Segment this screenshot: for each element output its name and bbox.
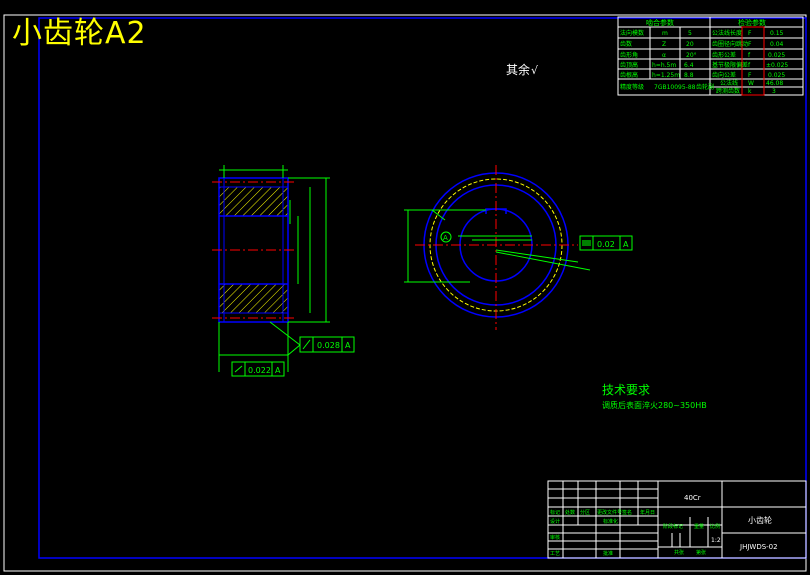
param-left-name: 齿形角 [620,51,638,59]
sheet-border [38,17,807,559]
tech-line1: 调质后表面淬火280~350HB [602,400,707,410]
param-right-sym: W [748,80,754,87]
section-view [212,165,330,372]
param-right-sym: F [748,41,752,48]
title-block-grid [547,480,807,559]
tb-stage: 阶段标记 [663,523,683,530]
param-right-val: 0.15 [770,30,784,37]
param-left-val: 6.4 [684,62,694,69]
symmetry-value: 0.02 [597,240,615,249]
tb-label: 处数 [565,509,575,516]
param-left-name: 齿根高 [620,71,638,79]
tb-label: 标记 [550,509,560,516]
hatch-bottom [218,283,289,314]
param-right-name: 基节极限偏差 [712,61,748,69]
param-right-name: 齿向公差 [712,71,736,79]
runout-datum: A [345,341,351,350]
param-left-sym: h=h.5m [652,62,676,69]
param-left-sym: α [662,52,666,59]
material: 40Cr [684,494,701,502]
tech-heading: 技术要求 [602,383,650,397]
param-extra: 齿轮副 [696,83,714,91]
tb-role: 批准 [603,550,613,557]
param-right-val: 0.025 [768,72,785,79]
param-left-sym: m [662,30,668,37]
param-left-val: 20° [686,52,697,59]
param-left-name: 精度等级 [620,83,644,91]
parallel-frame [231,361,285,377]
front-view [404,165,591,330]
param-right-name: 齿圈径向跳动 [712,40,748,48]
tb-role: 标准化 [603,518,618,525]
tb-stage: 重量 [694,523,704,530]
param-left-val: 8.8 [684,72,694,79]
tb-sheet: 共张 [674,549,684,556]
param-right-sym: f [748,62,751,69]
tb-label: 更改文件号 [597,509,622,516]
part-name: 小齿轮 [748,515,772,525]
param-right-val: 0.04 [770,41,784,48]
tb-role: 工艺 [550,551,560,557]
param-right-name: 公法线 [720,79,738,87]
runout-frame [299,336,355,353]
tb-label: 年月日 [640,509,655,516]
hatch-top [218,186,289,217]
param-right-name: 跨测齿数 [716,87,740,95]
parallel-datum: A [275,366,281,375]
param-left-sym: Z [662,41,666,48]
drawing-title: 小齿轮A2 [12,16,147,51]
param-left-name: 齿数 [620,40,632,48]
tb-label: 签名 [622,509,632,516]
roughness-symbol: √ [531,64,539,77]
datum-circle [440,231,452,243]
param-left-sym: h=1.25m [652,72,680,79]
roughness-note: 其余 [506,62,530,77]
param-left-val: 20 [686,41,694,48]
param-right-header: 检验参数 [738,18,766,27]
param-left-name: 齿顶高 [620,61,638,69]
param-left-val: 7GB10095-88 [654,84,696,91]
tb-role: 设计 [550,518,560,525]
sheet-outer-frame [3,14,807,572]
tb-sheet: 第张 [696,549,706,556]
param-left-name: 法向模数 [620,29,644,37]
tb-role: 审核 [550,534,560,541]
drawing-number: JHJWDS-02 [739,543,778,551]
parallel-value: 0.022 [248,366,271,375]
param-right-val: ±0.025 [766,62,788,69]
datum-letter: A [443,234,448,242]
param-right-val: 3 [772,88,776,95]
param-right-sym: f [748,52,751,59]
param-right-sym: F [748,72,752,79]
param-right-val: 46.08 [766,80,783,87]
param-left-header: 啮合参数 [646,18,674,27]
tb-label: 分区 [580,509,590,516]
param-table-grid [617,16,804,96]
param-right-sym: k [748,88,752,95]
param-left-val: 5 [688,30,692,37]
param-right-val: 0.025 [768,52,785,59]
param-right-sym: F [748,30,752,37]
scale: 1:2 [711,537,721,544]
param-right-name: 公法线长度 [712,29,742,37]
tb-stage: 比例 [710,523,720,530]
symmetry-datum: A [623,240,629,249]
symmetry-frame [579,235,633,251]
runout-value: 0.028 [317,341,340,350]
param-right-name: 齿形公差 [712,51,736,59]
